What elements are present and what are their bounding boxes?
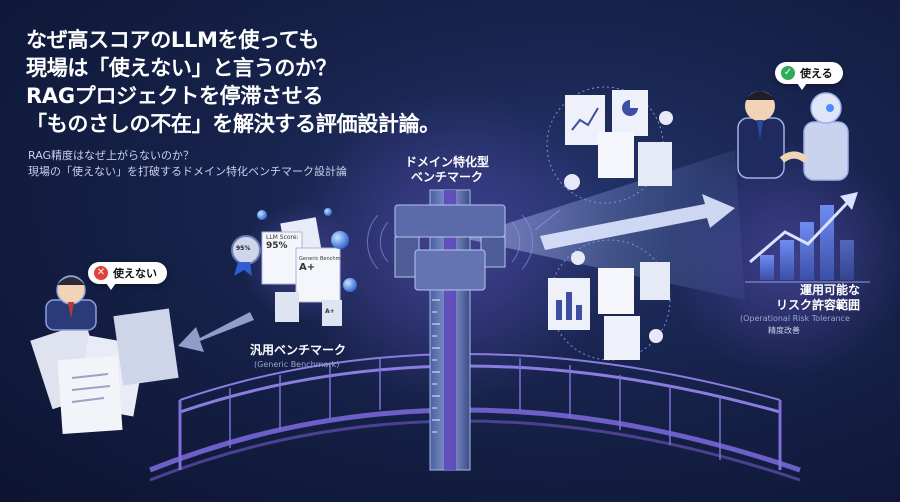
document-pile [30,308,179,435]
beam-arrow [540,194,735,250]
risk-line-1: 運用可能な [799,283,860,297]
badge-score: 95% [236,245,251,252]
x-icon: ✕ [94,266,108,280]
llm-score-label: LLM Score: [266,234,299,241]
generic-benchmark-label: 汎用ベンチマーク [250,343,347,357]
generic-score-text: Generic Benchmark: A+ [299,256,350,274]
headline-line-4: 「ものさしの不在」を解決する評価設計論。 [26,112,440,136]
check-icon: ✓ [781,66,795,80]
generic-score-label: Generic Benchmark: [299,256,351,262]
top-document-cluster [534,86,673,231]
domain-benchmark-line-1: ドメイン特化型 [405,155,490,169]
domain-benchmark-label: ドメイン特化型 ベンチマーク [405,155,489,185]
small-grade: A+ [325,308,335,315]
bottom-document-cluster [548,239,671,361]
generic-benchmark-en: (Generic Benchmark) [254,360,340,369]
risk-line-2: リスク許容範囲 [775,298,860,312]
accuracy-improvement-note: 精度改善 [768,326,800,335]
llm-score-text: LLM Score: 95% [266,234,299,252]
usable-bubble-text: 使える [800,67,833,80]
subheadline-line-1: RAG精度はなぜ上がらないのか？ [28,149,195,162]
generic-score-grade: A+ [299,262,316,273]
down-arrow [178,312,254,352]
headline-line-1: なぜ高スコアのLLMを使っても [26,28,320,52]
handshake-human-robot [737,91,849,181]
headline-line-3: RAGプロジェクトを停滞させる [26,84,324,108]
unusable-bubble: ✕ 使えない [88,262,167,290]
unusable-bubble-text: 使えない [113,267,157,280]
caliper-ruler [367,189,533,471]
risk-tolerance-label: 運用可能な リスク許容範囲 [750,283,860,313]
score-card-cluster [231,202,360,326]
subheadline-line-2: 現場の「使えない」を打破するドメイン特化ベンチマーク設計論 [28,165,347,178]
risk-tolerance-en: (Operational Risk Tolerance [740,314,850,323]
domain-benchmark-line-2: ベンチマーク [411,170,484,184]
subheadline: RAG精度はなぜ上がらないのか？ 現場の「使えない」を打破するドメイン特化ベンチ… [28,148,347,180]
frustrated-person-icon [45,275,97,331]
usable-bubble: ✓ 使える [775,62,843,90]
headline: なぜ高スコアのLLMを使っても 現場は「使えない」と言うのか？ RAGプロジェク… [26,26,440,138]
llm-score-value: 95% [266,241,288,251]
headline-line-2: 現場は「使えない」と言うのか？ [26,56,337,80]
growth-chart [745,192,870,283]
